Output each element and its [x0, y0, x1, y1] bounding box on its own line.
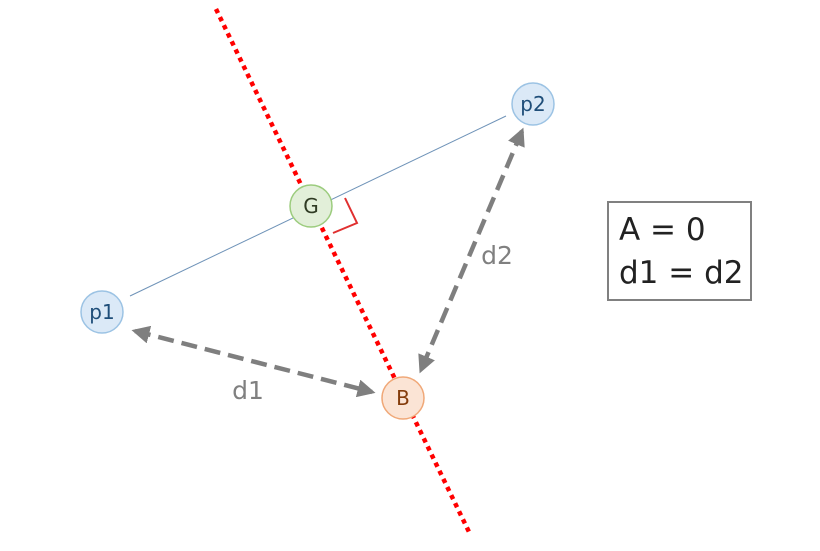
distance-label-d1: d1: [232, 376, 264, 405]
distance-label-d2: d2: [481, 241, 513, 270]
node-p2-label: p2: [520, 92, 545, 116]
node-b-circle: [381, 376, 425, 420]
info-box: A = 0 d1 = d2: [607, 201, 752, 301]
node-g[interactable]: G: [289, 184, 333, 228]
node-g-label: G: [303, 194, 319, 218]
node-g-circle: [289, 184, 333, 228]
node-p1-label: p1: [89, 300, 114, 324]
node-p1[interactable]: p1: [80, 290, 124, 334]
distance-arrow-d1: [131, 325, 376, 398]
info-line-area: A = 0: [619, 212, 706, 248]
info-line-equal-distance: d1 = d2: [619, 255, 744, 291]
node-p2-circle: [511, 82, 555, 126]
node-p1-circle: [80, 290, 124, 334]
node-p2[interactable]: p2: [511, 82, 555, 126]
node-b-label: B: [396, 386, 410, 410]
perpendicular-bisector: [213, 8, 473, 535]
right-angle-marker: [332, 197, 359, 234]
distance-arrow-d2: [418, 127, 525, 374]
node-b[interactable]: B: [381, 376, 425, 420]
